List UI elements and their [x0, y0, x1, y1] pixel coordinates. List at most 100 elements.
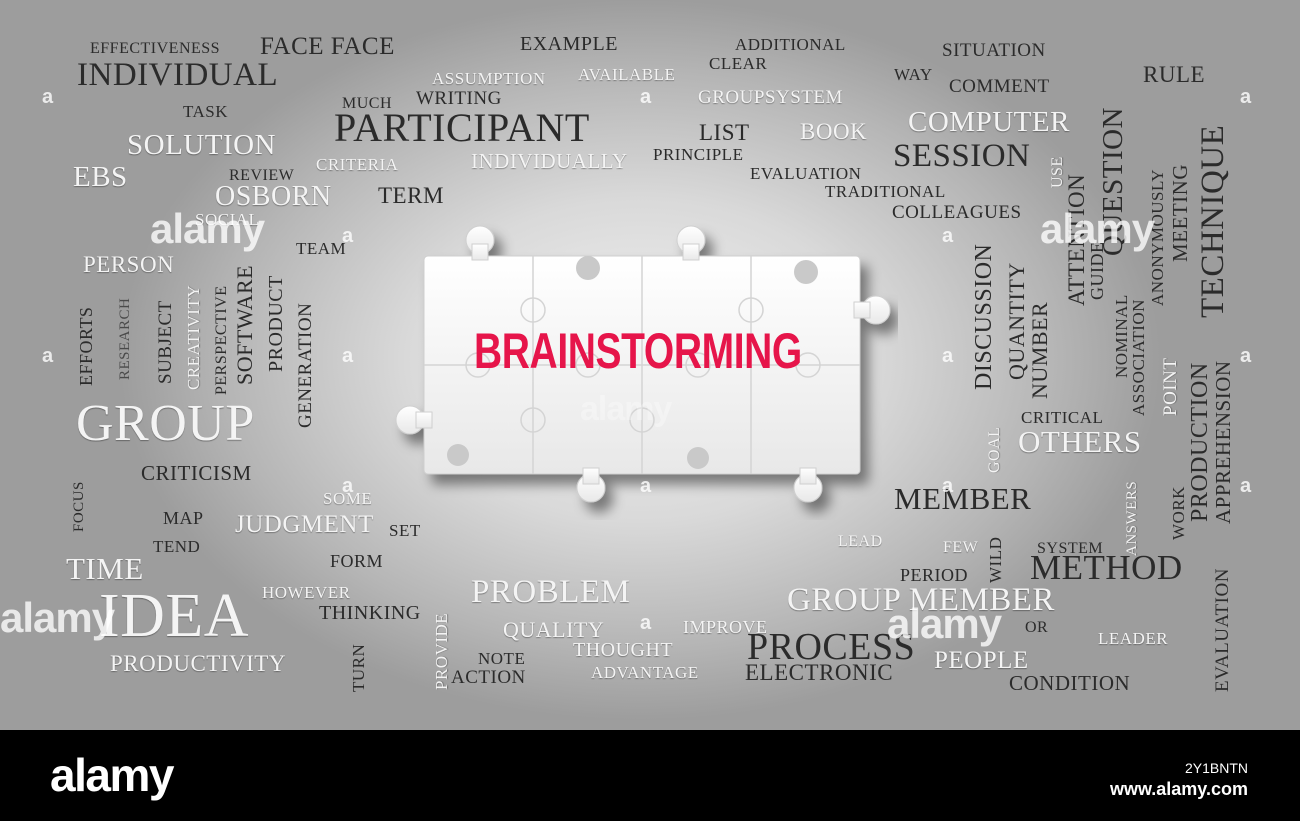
- word: WORK: [1169, 486, 1188, 540]
- word: AVAILABLE: [578, 65, 676, 84]
- word: FEW: [943, 539, 979, 556]
- watermark-mark: a: [942, 225, 954, 247]
- word: INDIVIDUAL: [77, 57, 279, 93]
- watermark-logo: alamy: [150, 205, 265, 252]
- word: WILD: [986, 536, 1005, 583]
- word: SOLUTION: [127, 129, 276, 161]
- word: TURN: [349, 643, 368, 692]
- word: ASSOCIATION: [1129, 299, 1148, 416]
- word: PERIOD: [900, 565, 969, 585]
- word: PRODUCTION: [1187, 362, 1213, 522]
- watermark-mark: a: [1240, 475, 1252, 497]
- word: ANSWERS: [1124, 480, 1140, 556]
- word: CLEAR: [709, 54, 768, 73]
- word: MUCH: [342, 95, 393, 112]
- site-url: www.alamy.com: [1109, 779, 1248, 799]
- word: GENERATION: [295, 302, 316, 428]
- watermark-footer: [0, 730, 1300, 821]
- word: TRADITIONAL: [825, 182, 946, 201]
- word: REVIEW: [229, 167, 295, 184]
- word: GROUP: [76, 395, 255, 452]
- word: LIST: [699, 120, 750, 145]
- word: ACTION: [451, 667, 526, 688]
- word: PRODUCT: [265, 275, 287, 372]
- word: ASSUMPTION: [432, 69, 546, 88]
- word: SUBJECT: [155, 300, 176, 384]
- watermark-mark: a: [640, 475, 652, 497]
- word: IMPROVE: [683, 617, 768, 637]
- word: PEOPLE: [934, 647, 1029, 674]
- word: FACE FACE: [260, 33, 395, 60]
- word: RULE: [1143, 62, 1206, 87]
- word: LEAD: [838, 533, 883, 550]
- headline-brainstorming: BRAINSTORMING: [474, 323, 802, 379]
- word: QUANTITY: [1004, 262, 1029, 380]
- word: OTHERS: [1018, 424, 1142, 459]
- word: GROUP MEMBER: [787, 582, 1055, 618]
- word: THOUGHT: [573, 639, 674, 661]
- word: COMMENT: [949, 76, 1050, 97]
- word: ADDITIONAL: [735, 35, 846, 54]
- word: CRITICAL: [1021, 408, 1104, 427]
- word: MAP: [163, 508, 204, 528]
- word: EFFORTS: [76, 306, 96, 386]
- word: PERSON: [83, 252, 175, 277]
- word: COLLEAGUES: [892, 202, 1022, 223]
- word: CRITERIA: [316, 155, 399, 174]
- watermark-logo: alamy: [1040, 205, 1155, 252]
- word: IDEA: [99, 582, 250, 650]
- word: INDIVIDUALLY: [471, 149, 628, 173]
- word: TERM: [378, 183, 444, 208]
- word: CONDITION: [1009, 671, 1131, 695]
- watermark-mark: a: [1240, 345, 1252, 367]
- word: LEADER: [1098, 629, 1169, 648]
- watermark-mark: a: [942, 345, 954, 367]
- word: MEMBER: [894, 481, 1032, 516]
- watermark-mark: a: [42, 345, 54, 367]
- word: SOME: [323, 489, 373, 508]
- word: FOCUS: [71, 481, 87, 532]
- watermark-mark: a: [640, 612, 652, 634]
- word: TEAM: [296, 239, 347, 258]
- watermark-mark: a: [1240, 86, 1252, 108]
- watermark-mark: a: [342, 345, 354, 367]
- word: RESEARCH: [117, 297, 133, 380]
- word: OSBORN: [215, 181, 332, 212]
- word: EVALUATION: [1212, 568, 1233, 692]
- puzzle-pieces: [395, 225, 891, 503]
- word: WRITING: [416, 88, 502, 109]
- word: PROVIDE: [432, 612, 451, 690]
- word: APPREHENSION: [1211, 360, 1235, 524]
- word: TASK: [183, 102, 229, 121]
- watermark-logo: alamy: [580, 390, 672, 428]
- word: ELECTRONIC: [745, 660, 894, 685]
- word: JUDGMENT: [235, 511, 374, 538]
- word: PARTICIPANT: [334, 105, 590, 150]
- word: NOMINAL: [1112, 294, 1131, 378]
- word: PRODUCTIVITY: [110, 651, 286, 676]
- word: NOTE: [478, 649, 526, 668]
- word: GOAL: [986, 426, 1003, 473]
- word: WAY: [894, 65, 933, 84]
- word: SYSTEM: [1037, 540, 1104, 557]
- word: CREATIVITY: [184, 284, 203, 390]
- watermark-logo: alamy: [0, 594, 115, 641]
- word: SITUATION: [942, 40, 1046, 61]
- word: PROBLEM: [471, 574, 631, 610]
- word: PROCESS: [747, 626, 916, 668]
- word: METHOD: [1030, 548, 1183, 587]
- word-cloud-canvas: EFFECTIVENESS FACE FACE EXAMPLE ADDITION…: [0, 0, 1300, 730]
- word: TIME: [66, 551, 144, 586]
- word: TEND: [153, 537, 201, 556]
- word: DISCUSSION: [971, 243, 997, 390]
- word: EVALUATION: [750, 164, 862, 183]
- word: NUMBER: [1027, 301, 1052, 399]
- word: GROUPSYSTEM: [698, 87, 843, 108]
- image-id: 2Y1BNTN: [1184, 760, 1248, 776]
- word: EXAMPLE: [520, 33, 618, 55]
- watermark-mark: a: [342, 475, 354, 497]
- watermark-logo: alamy: [887, 600, 1002, 647]
- watermark-mark: a: [640, 86, 652, 108]
- word: ADVANTAGE: [591, 663, 699, 682]
- word: TECHNIQUE: [1195, 124, 1231, 318]
